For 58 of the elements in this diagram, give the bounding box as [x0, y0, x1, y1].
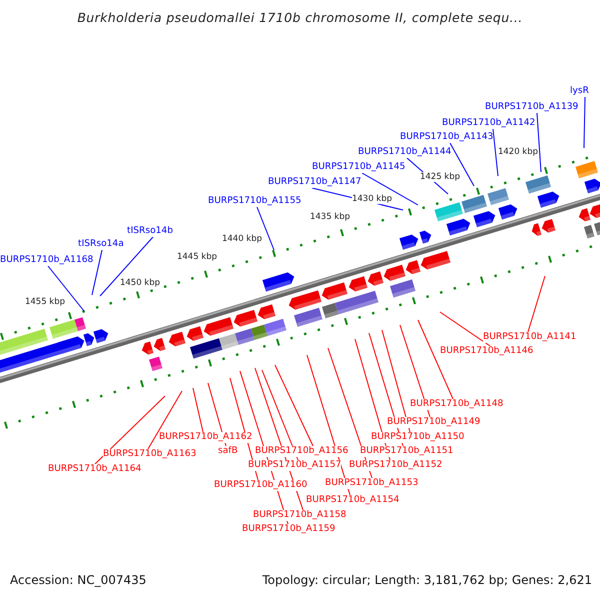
scale-label: 1430 kbp	[352, 194, 392, 204]
gene-label: BURPS1710b_A1157	[248, 460, 342, 471]
leader-line	[450, 142, 474, 186]
gene-label: BURPS1710b_A1158	[253, 510, 346, 521]
gene-label: BURPS1710b_A1149	[387, 417, 480, 428]
leader-line	[148, 390, 182, 450]
gene-label: BURPS1710b_A1150	[371, 432, 464, 443]
footer-text: Accession: NC_007435	[10, 573, 146, 587]
leader-line	[262, 370, 298, 460]
gene-label: BURPS1710b_A1156	[255, 446, 348, 457]
leader-line	[94, 396, 166, 464]
leader-line	[92, 250, 102, 296]
gene-label: BURPS1710b_A1148	[410, 399, 504, 410]
gene-label: BURPS1710b_A1155	[208, 196, 302, 207]
leader-line	[48, 266, 84, 312]
gene-label: BURPS1710b_A1163	[103, 449, 196, 460]
scale-label: 1425 kbp	[420, 172, 460, 182]
gene-label: BURPS1710b_A1147	[268, 177, 362, 188]
gene-label: lysR	[570, 86, 589, 97]
gene-label: BURPS1710b_A1139	[485, 102, 578, 113]
gene-label: BURPS1710b_A1159	[242, 524, 336, 535]
leader-line	[418, 320, 454, 400]
leader-line	[274, 364, 314, 446]
leader-line	[362, 172, 418, 206]
leader-line	[382, 330, 410, 432]
leader-line	[440, 312, 490, 346]
footer-text: Topology: circular; Length: 3,181,762 bp; Genes: 2,621	[262, 573, 592, 587]
gene-label: BURPS1710b_A1160	[214, 480, 308, 491]
leader-line	[100, 236, 154, 296]
scale-label: 1435 kbp	[310, 212, 350, 222]
gene-label: BURPS1710b_A1143	[400, 132, 494, 143]
gene-label: BURPS1710b_A1164	[48, 464, 142, 475]
scale-label: 1455 kbp	[24, 297, 66, 307]
leader-line	[256, 206, 274, 250]
gene-label: BURPS1710b_A1152	[349, 460, 442, 471]
scale-label: 1450 kbp	[120, 278, 160, 288]
gene-label: BURPS1710b_A1162	[159, 432, 252, 443]
gene-label: BURPS1710b_A1153	[325, 478, 418, 489]
gene-label: tISRso14b	[127, 226, 173, 237]
leader-line	[492, 128, 498, 176]
gene-label: tISRso14a	[78, 239, 124, 250]
scale-label: 1420 kbp	[498, 147, 538, 157]
gene-label: BURPS1710b_A1154	[306, 495, 400, 506]
scale-label: 1440 kbp	[222, 234, 262, 244]
gene-label: BURPS1710b_A1145	[312, 162, 406, 173]
title: Burkholderia pseudomallei 1710b chromosome II, complete sequ...	[76, 10, 524, 25]
gene-label: BURPS1710b_A1168	[0, 255, 94, 266]
gene-label: BURPS1710b_A1151	[360, 446, 454, 457]
gene-label: BURPS1710b_A1142	[442, 118, 536, 129]
leader-line	[400, 324, 430, 418]
scale-label: 1445 kbp	[176, 252, 218, 262]
leader-line	[192, 388, 204, 432]
gene-label: BURPS1710b_A1141	[483, 332, 576, 343]
leader-line	[528, 276, 546, 332]
gene-label: BURPS1710b_A1144	[358, 147, 452, 158]
gene-label: BURPS1710b_A1146	[440, 346, 534, 357]
leader-line	[536, 112, 542, 172]
leader-line	[584, 96, 586, 148]
